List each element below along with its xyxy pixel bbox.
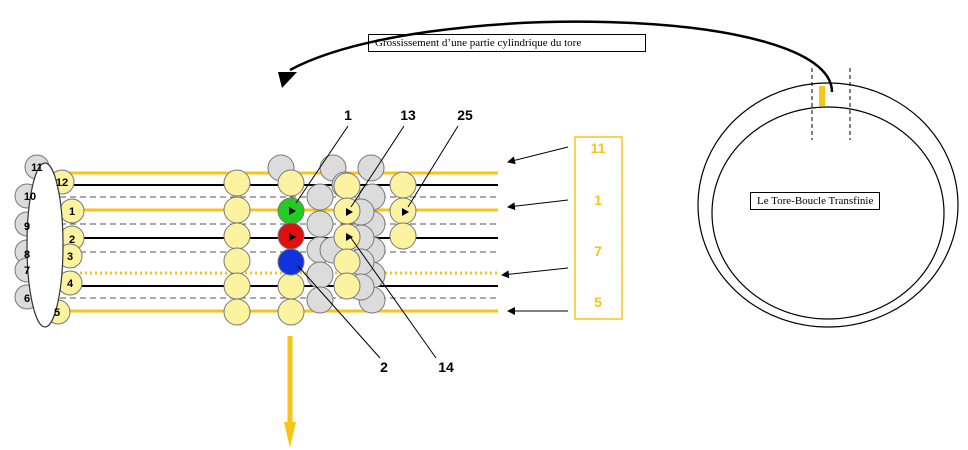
yellow-ball bbox=[277, 272, 305, 300]
side-number: 1 bbox=[594, 192, 602, 208]
callout-label: 2 bbox=[380, 359, 388, 375]
blue-ball bbox=[277, 248, 305, 276]
zoom-curve-arrow-head bbox=[278, 72, 297, 88]
end-cap-number: 9 bbox=[24, 221, 30, 233]
side-number: 5 bbox=[594, 294, 602, 310]
yellow-ball bbox=[223, 247, 251, 275]
yellow-ball bbox=[333, 272, 361, 300]
end-cap-number: 1 bbox=[69, 206, 75, 218]
yellow-section-marker bbox=[819, 86, 825, 106]
torus-outer-ring bbox=[697, 82, 959, 328]
zoom-curve-arrow bbox=[289, 20, 834, 93]
callout-label: 1 bbox=[344, 107, 352, 123]
callout-leader bbox=[350, 125, 405, 208]
direction-triangle bbox=[289, 233, 296, 241]
direction-triangle bbox=[289, 207, 296, 215]
yellow-ball bbox=[333, 172, 361, 200]
side-number: 11 bbox=[591, 140, 606, 156]
end-cap-number: 8 bbox=[24, 249, 30, 261]
callout-leader bbox=[297, 265, 381, 359]
side-arrow bbox=[501, 267, 569, 279]
yellow-ball bbox=[223, 169, 251, 197]
direction-triangle bbox=[346, 233, 353, 241]
side-number-box bbox=[574, 136, 623, 320]
yellow-ball bbox=[277, 169, 305, 197]
grey-ball bbox=[306, 286, 334, 314]
yellow-ball bbox=[389, 222, 417, 250]
yellow-ball bbox=[223, 272, 251, 300]
down-arrow-head bbox=[284, 422, 296, 448]
callout-leaders: 1 13 25 2 14 bbox=[295, 107, 473, 375]
yellow-ball bbox=[389, 171, 417, 199]
end-cap-number: 3 bbox=[67, 251, 73, 263]
direction-triangle bbox=[346, 208, 353, 216]
side-arrow bbox=[507, 146, 569, 165]
end-cap-number: 2 bbox=[69, 234, 75, 246]
end-cap-number: 6 bbox=[24, 293, 30, 305]
yellow-ball bbox=[277, 298, 305, 326]
grey-ball bbox=[357, 154, 385, 182]
yellow-ball bbox=[223, 196, 251, 224]
callout-leader bbox=[295, 125, 349, 204]
end-cap-number: 4 bbox=[67, 278, 74, 290]
ball-groups bbox=[223, 154, 417, 326]
end-cap-number: 11 bbox=[31, 162, 43, 174]
callout-label: 14 bbox=[438, 359, 454, 375]
direction-triangle bbox=[402, 208, 409, 216]
end-cap-disc bbox=[26, 162, 64, 328]
side-number: 7 bbox=[594, 243, 602, 259]
callout-label: 13 bbox=[400, 107, 416, 123]
callout-leader bbox=[407, 125, 459, 208]
grey-ball bbox=[306, 261, 334, 289]
yellow-ball bbox=[223, 222, 251, 250]
end-cap-number: 10 bbox=[24, 191, 36, 203]
yellow-ball bbox=[333, 248, 361, 276]
end-cap: 11 12 10 1 9 2 8 3 7 4 6 5 bbox=[14, 154, 85, 328]
torus-label-box: Le Tore-Boucle Transfinie bbox=[750, 192, 881, 210]
end-cap-number: 5 bbox=[54, 307, 60, 319]
strand-lines bbox=[40, 171, 498, 313]
callout-label: 25 bbox=[457, 107, 473, 123]
torus-inner-ring bbox=[711, 106, 945, 320]
callout-leader bbox=[350, 237, 437, 359]
end-cap-number: 7 bbox=[24, 265, 30, 277]
side-arrow bbox=[507, 199, 569, 211]
end-cap-number: 12 bbox=[56, 177, 68, 189]
grey-ball bbox=[306, 183, 334, 211]
yellow-ball bbox=[223, 298, 251, 326]
caption-box: Grossissement d’une partie cylindrique d… bbox=[368, 34, 646, 52]
grey-ball bbox=[306, 210, 334, 238]
